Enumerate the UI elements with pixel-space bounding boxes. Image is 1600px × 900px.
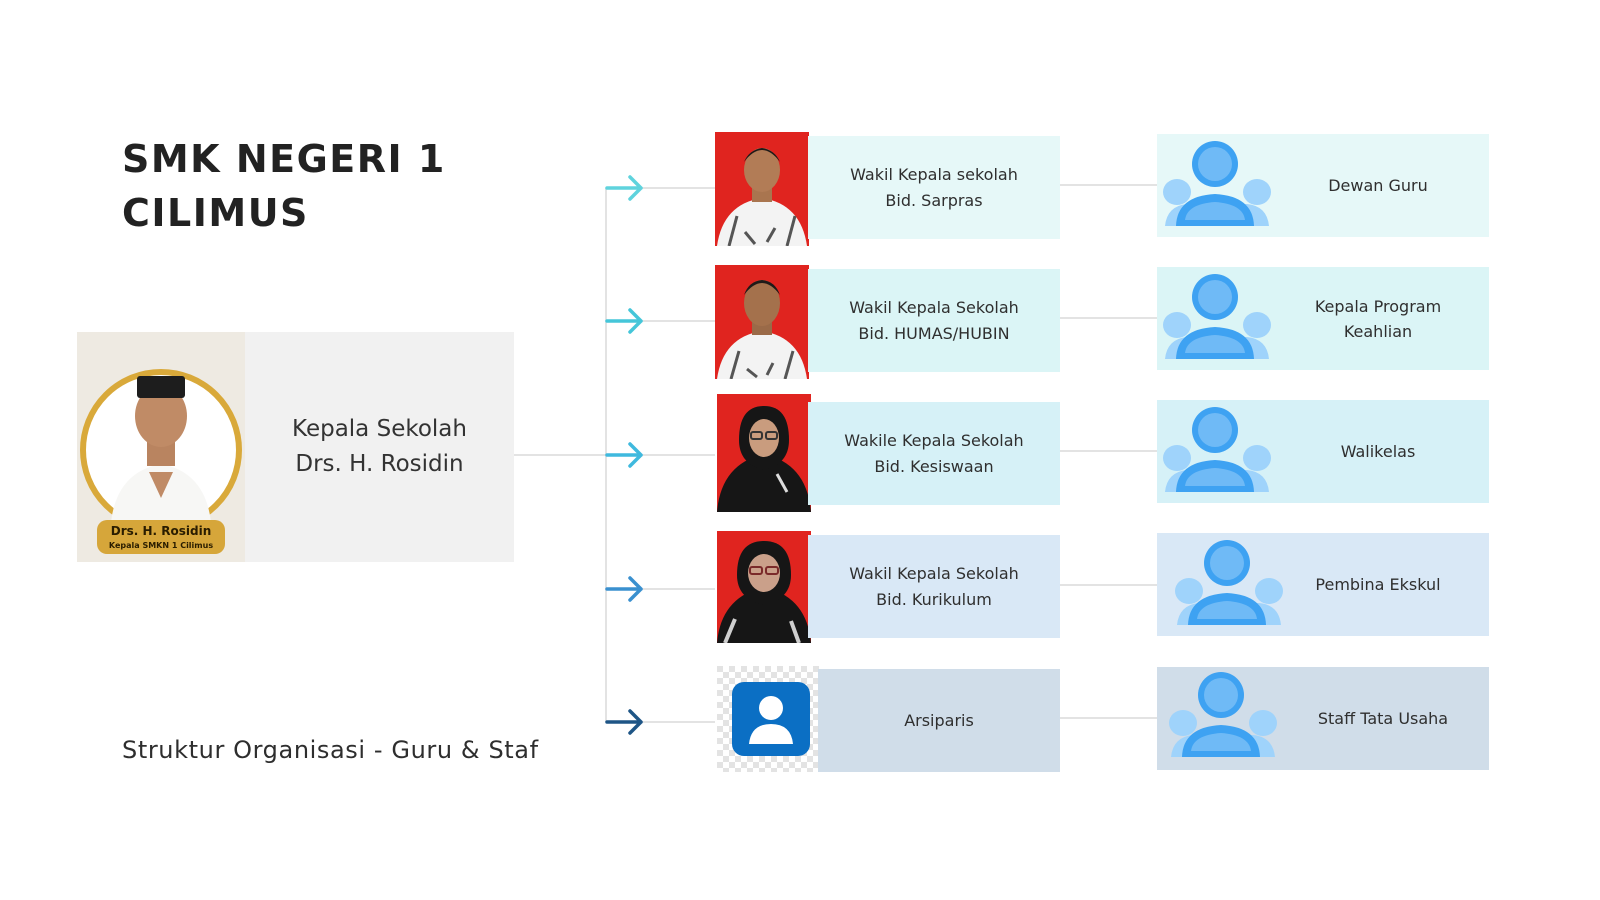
photo-sub-tag: Kepala SMKN 1 Cilimus [109,541,213,550]
arrow-right-icon [605,442,643,468]
branch-box-3: Wakile Kepala Sekolah Bid. Kesiswaan [808,402,1060,505]
staff-4-line-1: Pembina Ekskul [1315,575,1441,594]
staff-3-label: Walikelas [1267,400,1489,503]
photo-name-tag: Drs. H. Rosidin [111,524,212,538]
arrow-right-icon [605,709,643,735]
arrow-right-icon [605,576,643,602]
staff-box-5: Staff Tata Usaha [1157,667,1489,770]
branch-box-5: Arsiparis [818,669,1060,772]
head-label: Kepala Sekolah Drs. H. Rosidin [245,332,514,562]
staff-2-line-2: Keahlian [1343,321,1413,341]
user-group-icon [1163,274,1271,359]
staff-5-label: Staff Tata Usaha [1277,667,1489,770]
staff-4-label: Pembina Ekskul [1267,533,1489,636]
branch-4-line-1: Wakil Kepala Sekolah [849,563,1019,583]
branch-1-line-1: Wakil Kepala sekolah [850,164,1018,184]
staff-2-label: Kepala Program Keahlian [1267,267,1489,370]
staff-1-label: Dewan Guru [1267,134,1489,237]
head-card: Drs. H. Rosidin Kepala SMKN 1 Cilimus Ke… [77,332,514,562]
staff-box-1: Dewan Guru [1157,134,1489,237]
branch-photo-5 [717,666,821,772]
branch-3-line-2: Bid. Kesiswaan [874,456,994,476]
branch-box-4: Wakil Kepala Sekolah Bid. Kurikulum [808,535,1060,638]
user-group-icon [1175,540,1283,625]
branch-1-line-2: Bid. Sarpras [885,190,983,210]
title-line-1: SMK NEGERI 1 [122,137,446,181]
staff-3-line-1: Walikelas [1340,442,1416,461]
head-name: Drs. H. Rosidin [295,451,464,477]
staff-2-line-1: Kepala Program [1314,296,1442,316]
user-group-icon [1163,407,1271,492]
staff-1-line-1: Dewan Guru [1328,176,1428,195]
branch-photo-2 [715,265,809,379]
user-group-icon [1163,141,1271,226]
branch-2-line-1: Wakil Kepala Sekolah [849,297,1019,317]
staff-5-line-1: Staff Tata Usaha [1317,709,1449,728]
staff-box-4: Pembina Ekskul [1157,533,1489,636]
arrow-right-icon [605,175,643,201]
branch-4-line-2: Bid. Kurikulum [876,589,992,609]
branch-2-line-2: Bid. HUMAS/HUBIN [858,323,1010,343]
branch-box-1: Wakil Kepala sekolah Bid. Sarpras [808,136,1060,239]
branch-3-line-1: Wakile Kepala Sekolah [844,430,1024,450]
branch-photo-3 [717,394,811,512]
branch-photo-1 [715,132,809,246]
head-role: Kepala Sekolah [292,416,467,442]
branch-5-line-1: Arsiparis [904,710,974,730]
staff-box-3: Walikelas [1157,400,1489,503]
title-line-2: CILIMUS [122,191,309,235]
branch-photo-4 [717,531,811,643]
branch-box-2: Wakil Kepala Sekolah Bid. HUMAS/HUBIN [808,269,1060,372]
page-title: SMK NEGERI 1 CILIMUS [122,132,542,240]
user-group-icon [1169,672,1277,757]
staff-box-2: Kepala Program Keahlian [1157,267,1489,370]
head-photo: Drs. H. Rosidin Kepala SMKN 1 Cilimus [77,332,245,562]
arrow-right-icon [605,308,643,334]
subtitle: Struktur Organisasi - Guru & Staf [122,736,539,764]
